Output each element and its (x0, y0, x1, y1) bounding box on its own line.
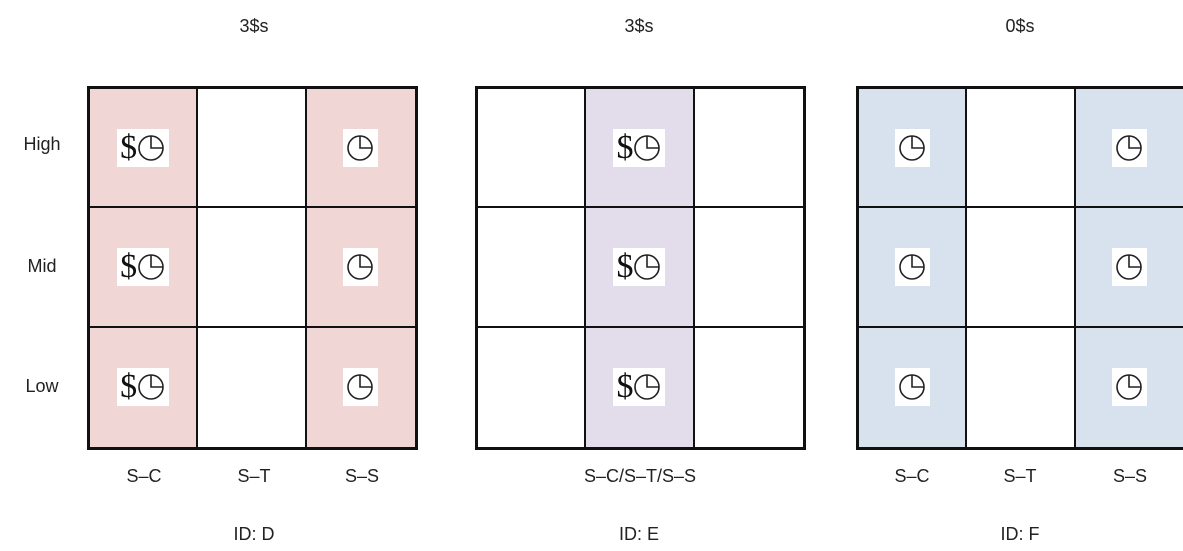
clock-icon (346, 373, 374, 401)
panel-f-cell-mid-3 (1075, 208, 1183, 328)
cost-time-badge (1112, 368, 1148, 407)
clock-icon (898, 253, 926, 281)
panel-d-cell-mid-1: $ (90, 208, 199, 328)
panel-d-cell-mid-2 (198, 208, 307, 328)
panel-e-cell-high-3 (694, 89, 803, 209)
dollar-icon: $ (120, 368, 138, 406)
dollar-icon: $ (616, 128, 634, 166)
clock-icon (633, 134, 661, 162)
panel-d-xlabel-sc: S–C (126, 466, 162, 486)
cost-time-badge: $ (117, 368, 170, 407)
clock-icon (1115, 253, 1143, 281)
cost-time-badge (894, 247, 930, 286)
panel-d-cell-high-2 (198, 89, 307, 209)
panel-d-grid: $ $ $ (87, 86, 418, 450)
panel-e-cell-high-2: $ (586, 89, 695, 209)
cost-time-badge (343, 368, 379, 407)
clock-icon (633, 373, 661, 401)
clock-icon (633, 253, 661, 281)
panel-f-cell-low-2 (967, 327, 1076, 447)
panel-e-cell-mid-1 (478, 208, 587, 328)
cost-time-badge (343, 247, 379, 286)
cost-time-badge: $ (117, 247, 170, 286)
clock-icon (346, 134, 374, 162)
panel-f-xlabel-st: S–T (1003, 466, 1037, 486)
dollar-icon: $ (616, 368, 634, 406)
panel-f-cell-mid-2 (967, 208, 1076, 328)
cost-time-badge: $ (613, 368, 666, 407)
panel-f-cell-high-3 (1075, 89, 1183, 209)
cost-time-badge: $ (117, 128, 170, 167)
panel-f-cell-high-2 (967, 89, 1076, 209)
cost-time-badge: $ (613, 128, 666, 167)
panel-d-cell-mid-3 (306, 208, 415, 328)
panel-f-id-label: ID: F (1000, 524, 1040, 544)
panel-d-header: 3$s (239, 16, 269, 36)
cost-time-badge (894, 128, 930, 167)
panel-d-cell-high-1: $ (90, 89, 199, 209)
cost-time-badge (894, 368, 930, 407)
panel-d-cell-low-2 (198, 327, 307, 447)
panel-f-xlabel-sc: S–C (894, 466, 930, 486)
panel-d-cell-low-3 (306, 327, 415, 447)
panel-f-grid (856, 86, 1183, 450)
panel-e-grid: $ $ $ (475, 86, 806, 450)
panel-e-cell-high-1 (478, 89, 587, 209)
panel-f-cell-low-3 (1075, 327, 1183, 447)
cost-time-badge (343, 128, 379, 167)
panel-d-id-label: ID: D (233, 524, 275, 544)
clock-icon (137, 134, 165, 162)
panel-f-cell-low-1 (859, 327, 968, 447)
panel-d-xlabel-ss: S–S (344, 466, 380, 486)
clock-icon (1115, 373, 1143, 401)
panel-d-xlabel-st: S–T (237, 466, 271, 486)
panel-e-cell-low-1 (478, 327, 587, 447)
panel-f-header: 0$s (1005, 16, 1035, 36)
row-label-low: Low (25, 376, 59, 396)
panel-d-cell-low-1: $ (90, 327, 199, 447)
panel-e-header: 3$s (624, 16, 654, 36)
panel-d-cell-high-3 (306, 89, 415, 209)
cost-time-badge (1112, 247, 1148, 286)
clock-icon (898, 373, 926, 401)
clock-icon (346, 253, 374, 281)
clock-icon (1115, 134, 1143, 162)
row-label-mid: Mid (27, 256, 57, 276)
panel-e-cell-low-2: $ (586, 327, 695, 447)
cost-time-badge (1112, 128, 1148, 167)
panel-f-cell-mid-1 (859, 208, 968, 328)
panel-f-cell-high-1 (859, 89, 968, 209)
panel-e-xlabel: S–C/S–T/S–S (583, 466, 697, 486)
dollar-icon: $ (120, 247, 138, 285)
clock-icon (137, 253, 165, 281)
panel-e-cell-mid-2: $ (586, 208, 695, 328)
panel-e-cell-low-3 (695, 328, 803, 447)
panel-e-id-label: ID: E (618, 524, 659, 544)
panel-e-cell-mid-3 (694, 208, 803, 328)
clock-icon (898, 134, 926, 162)
dollar-icon: $ (616, 247, 634, 285)
clock-icon (137, 373, 165, 401)
cost-time-badge: $ (613, 247, 666, 286)
panel-f-xlabel-ss: S–S (1112, 466, 1148, 486)
row-label-high: High (23, 134, 61, 154)
dollar-icon: $ (120, 128, 138, 166)
